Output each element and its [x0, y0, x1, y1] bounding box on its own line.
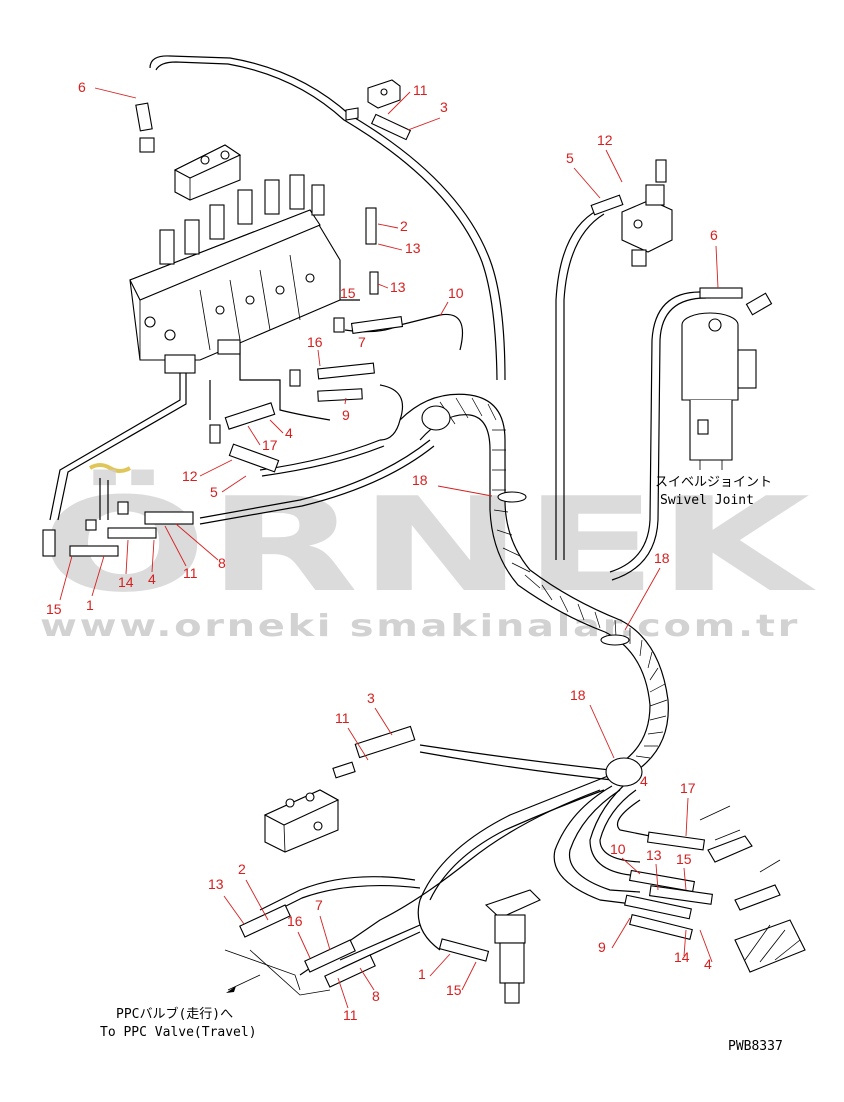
callout-12: 12	[182, 468, 198, 484]
callout-2: 2	[400, 218, 408, 234]
ppc-valve-pedal	[484, 889, 541, 1004]
watermark: ÖRNEK www.orneki smakinalar.com.tr	[40, 463, 816, 644]
callout-10b: 10	[610, 841, 626, 857]
callout-11c: 11	[335, 710, 350, 726]
callout-2b: 2	[238, 861, 246, 877]
bundle-end-ring	[421, 405, 451, 431]
callout-18: 18	[412, 472, 428, 488]
clamp-middle	[600, 634, 630, 646]
callout-15b: 15	[46, 601, 62, 617]
part-callouts: 6 11 3 2 13 15 13 10 7 16 9 17 4 12 5 18…	[46, 79, 719, 1023]
control-valve	[129, 174, 341, 374]
junction-block-upper	[173, 144, 242, 201]
callout-8: 8	[218, 555, 226, 571]
callout-15c: 15	[676, 851, 692, 867]
callout-12b: 12	[597, 132, 613, 148]
ppc-valve-label-en: To PPC Valve(Travel)	[100, 1025, 257, 1040]
callout-7: 7	[358, 334, 366, 350]
callout-18c: 18	[570, 687, 586, 703]
callout-15: 15	[340, 285, 356, 301]
watermark-brand: ÖRNEK	[40, 469, 816, 621]
swivel-joint-label-en: Swivel Joint	[660, 493, 754, 508]
hose-routes	[49, 55, 707, 996]
callout-4d: 4	[704, 956, 712, 972]
junction-block-top	[345, 79, 401, 121]
callout-5: 5	[210, 484, 218, 500]
callout-8b: 8	[372, 988, 380, 1004]
callout-3: 3	[440, 99, 448, 115]
callout-16b: 16	[287, 913, 303, 929]
junction-block-lower	[263, 789, 340, 853]
hose-fittings	[42, 102, 773, 988]
callout-10: 10	[448, 285, 464, 301]
callout-1: 1	[86, 597, 94, 613]
callout-6b: 6	[710, 227, 718, 243]
watermark-url: www.orneki smakinalar.com.tr	[40, 609, 800, 644]
callout-6: 6	[78, 79, 86, 95]
watermark-accent-mark	[88, 463, 132, 473]
callout-13c: 13	[646, 847, 662, 863]
callout-13d: 13	[208, 876, 224, 892]
pressure-switch-valve	[621, 159, 673, 267]
swivel-joint	[681, 312, 757, 470]
callout-3b: 3	[367, 690, 375, 706]
clamp-lower	[605, 757, 643, 787]
callout-9: 9	[342, 407, 350, 423]
callout-9b: 9	[598, 939, 606, 955]
callout-4: 4	[285, 425, 293, 441]
text-labels: スイベルジョイント Swivel Joint PPCバルブ(走行)へ To PP…	[100, 475, 783, 1054]
callout-13: 13	[405, 240, 421, 256]
callout-16: 16	[307, 334, 323, 350]
callout-14: 14	[118, 574, 134, 590]
callout-17: 17	[262, 437, 278, 453]
callout-11: 11	[413, 82, 428, 98]
callout-5b: 5	[566, 150, 574, 166]
callout-11b: 11	[183, 565, 198, 581]
clamp-upper	[497, 491, 527, 503]
callout-4b: 4	[148, 571, 156, 587]
drawing-code: PWB8337	[728, 1039, 783, 1054]
swivel-joint-label-jp: スイベルジョイント	[655, 475, 772, 490]
spiral-guard	[421, 397, 668, 787]
ppc-valve-label-jp: PPCバルブ(走行)へ	[116, 1006, 233, 1022]
callout-1b: 1	[418, 966, 426, 982]
callout-18b: 18	[654, 550, 670, 566]
callout-13b: 13	[390, 279, 406, 295]
mounting-bracket	[699, 805, 806, 973]
callout-14b: 14	[674, 949, 690, 965]
callout-17b: 17	[680, 780, 696, 796]
callout-15d: 15	[446, 982, 462, 998]
callout-11d: 11	[343, 1007, 358, 1023]
callout-4c: 4	[640, 773, 648, 789]
callout-7b: 7	[315, 897, 323, 913]
